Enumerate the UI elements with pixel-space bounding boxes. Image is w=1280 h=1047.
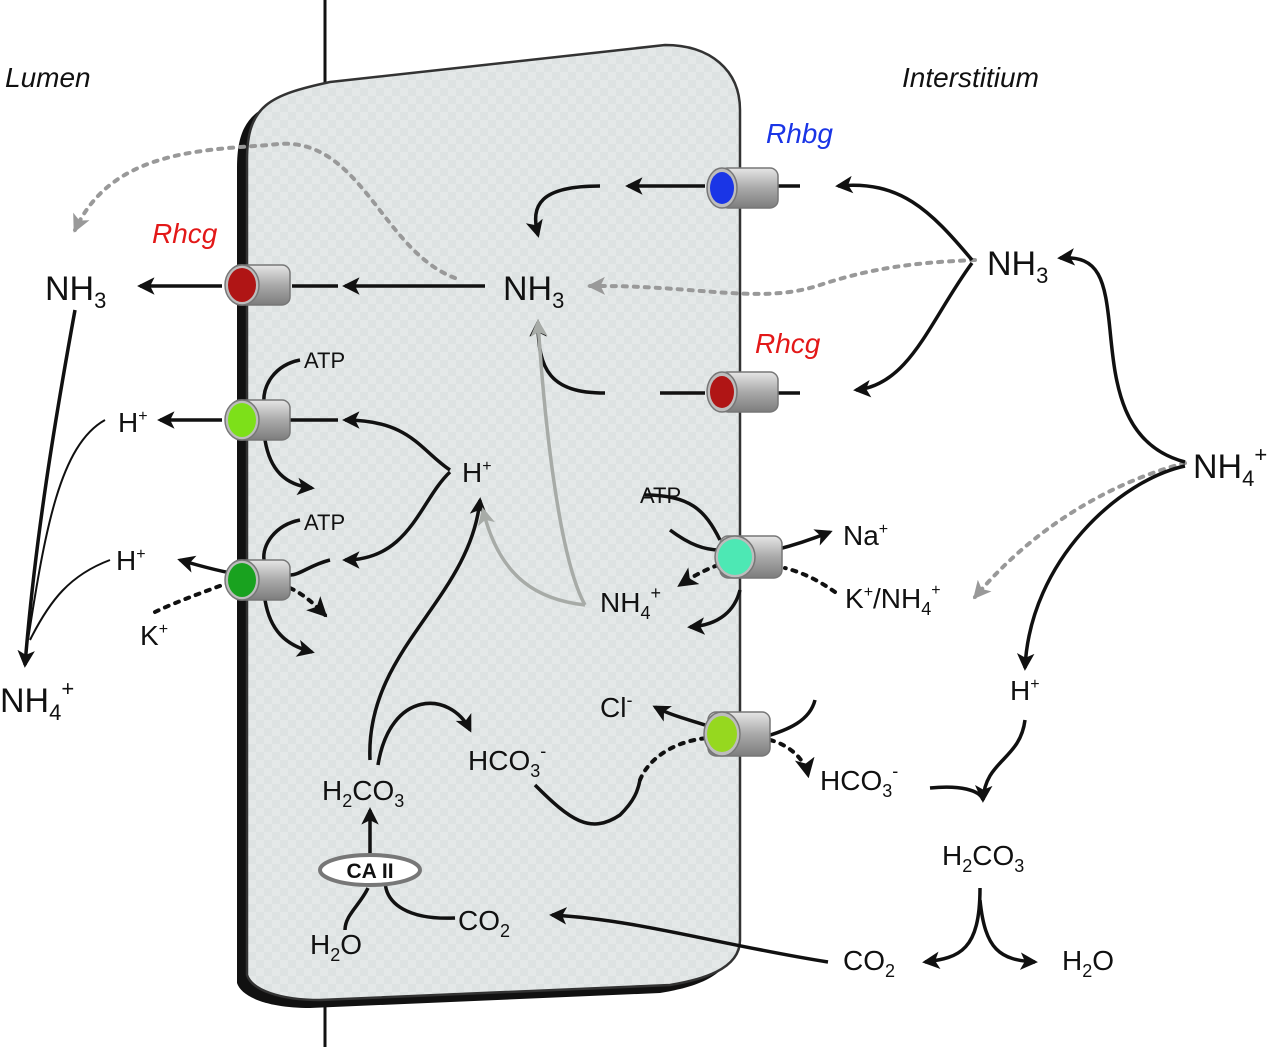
na-out-arrow: [774, 529, 833, 552]
nh3-to-rhcg-arrow: [853, 261, 974, 398]
interstitium-hco3-label: HCO3-: [820, 761, 898, 801]
nh3-to-rhbg-arrow: [835, 175, 974, 262]
h2co3-to-hco3-arrow: [376, 701, 472, 766]
interstitium-label: Interstitium: [902, 62, 1039, 93]
rhbg-transporter: [706, 167, 779, 209]
lumen-nh3-to-nh4-arrow: [17, 309, 77, 668]
hco3-exchanger-dotted: [638, 736, 710, 782]
nh3-diffusion-to-lumen-arrow: [73, 141, 457, 280]
lumen-k-label: K+: [140, 620, 168, 651]
nh3-diffusion-into-cell-arrow: [587, 258, 977, 296]
nak-release-arrow: [687, 589, 742, 635]
lumen-h1-merge-line: [27, 419, 106, 641]
atp-label-1: ATP: [304, 348, 345, 373]
hk-atpase-transporter: [224, 559, 291, 601]
atp-nak-line: [644, 493, 722, 541]
nh4-to-nak-site-arrow: [973, 461, 1187, 600]
lumen-nh4-label: NH4+: [0, 676, 74, 725]
rhcg-basolateral-label: Rhcg: [755, 328, 821, 359]
interstitium-k-nh4-label: K+/NH4+: [845, 582, 941, 619]
k-nh4-into-pump-dotted: [783, 566, 837, 594]
k-uptake-dotted: [153, 580, 232, 614]
rhcg-apical-label: Rhcg: [152, 218, 218, 249]
h-to-hk-atpase-arrow: [342, 470, 452, 569]
hco3-to-exchanger-line: [533, 779, 642, 826]
nh4-to-nh3-arrow: [1057, 248, 1186, 464]
adp2-arrow: [263, 599, 315, 657]
hco3-merge-line: [929, 785, 985, 801]
lumen-nh3-label: NH3: [45, 270, 106, 313]
h-to-h-atpase-arrow: [342, 411, 451, 472]
cell-nh3-label: NH3: [503, 270, 564, 313]
ca-ii-label: CA II: [346, 860, 393, 883]
rhbg-to-nh3-arrow: [525, 184, 601, 238]
cl-into-cell-arrow: [652, 705, 706, 727]
nh4-to-h-arrow: [1016, 464, 1186, 671]
nh4-into-cell-dotted-arrow: [677, 563, 720, 587]
atp2-line: [262, 518, 301, 561]
na-k-atpase-transporter: [714, 535, 783, 579]
lumen-h-label-1: H+: [118, 407, 148, 438]
interstitium-nh3-label: NH3: [987, 245, 1048, 288]
interstitium-h-label: H+: [1010, 675, 1040, 706]
interstitium-h2co3-label: H2CO3: [942, 840, 1024, 876]
interstitium-h2o-label: H2O: [1062, 945, 1114, 981]
lumen-h2-merge-line: [29, 559, 111, 641]
carbonic-anhydrase-ii: CA II: [318, 853, 422, 887]
interstitium-nh4-label: NH4+: [1193, 442, 1267, 491]
adp1-arrow: [263, 439, 315, 496]
cell-hco3-label: HCO3-: [468, 741, 546, 781]
co2-into-cell-arrow: [549, 907, 829, 964]
h2o-to-ca-line: [343, 887, 370, 931]
h2co3-to-h-arrow: [368, 497, 488, 761]
h-to-h2co3-arrow: [975, 719, 1027, 803]
nh4-to-h-grey-arrow: [477, 507, 586, 607]
cell-h2co3-label: H2CO3: [322, 775, 404, 811]
interstitium-na-label: Na+: [843, 520, 888, 551]
lumen-label: Lumen: [5, 62, 91, 93]
h2co3-to-h2o-arrow: [978, 899, 1038, 970]
atp-label-nak: ATP: [640, 483, 681, 508]
anion-exchanger-transporter: [703, 711, 771, 757]
h2co3-to-co2-arrow: [922, 887, 982, 970]
atp-label-2: ATP: [304, 510, 345, 535]
nh4-to-nh3-grey-arrow: [530, 319, 587, 606]
lumen-h-label-2: H+: [116, 545, 146, 576]
rhbg-label: Rhbg: [766, 118, 833, 149]
interstitium-co2-label: CO2: [843, 945, 895, 981]
k-into-cell-dotted-arrow: [288, 586, 328, 618]
cell-h-label: H+: [462, 457, 492, 488]
cell-co2-label: CO2: [458, 905, 510, 941]
rhcg-basolateral-transporter: [706, 371, 779, 413]
hco3-out-dotted-arrow: [768, 738, 815, 779]
cell-h2o-label: H2O: [310, 929, 362, 965]
rhcg-apical-transporter: [224, 264, 291, 306]
co2-to-ca-line: [383, 879, 456, 920]
h-atpase-transporter: [224, 399, 291, 441]
